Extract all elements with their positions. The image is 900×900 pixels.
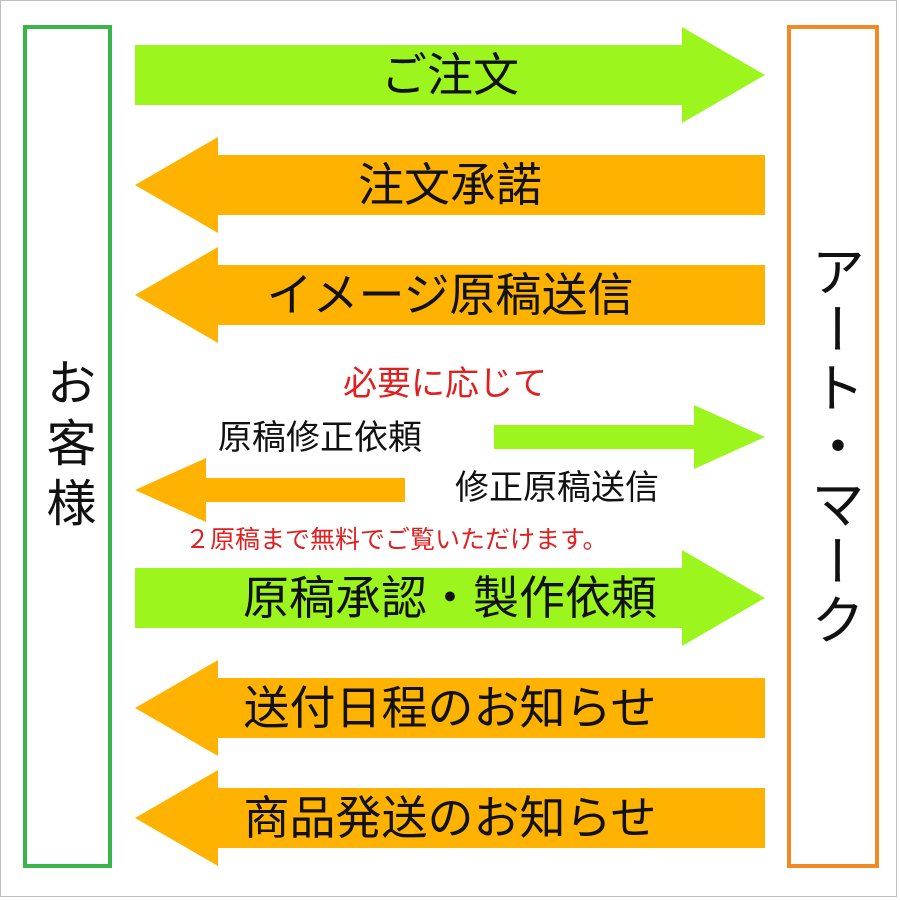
customer-box: お客様 [23,25,112,868]
arrow-shipment-notice [135,770,765,866]
step-label-approve-request: 原稿承認・製作依頼 [243,571,657,625]
arrow-approve-request [135,550,765,646]
step-label-shipment-notice: 商品発送のお知らせ [243,791,657,845]
company-label: アート・マーク [801,243,865,650]
arrow-order [135,27,765,123]
arrow-image-send [135,247,765,343]
revision-request-label: 原稿修正依頼 [218,418,422,458]
arrow-order-accept [135,137,765,233]
customer-label: お客様 [38,356,97,537]
step-label-order-accept: 注文承諾 [358,158,542,212]
revision-condition: 必要に応じて [343,364,547,404]
arrow-shipping-schedule [135,660,765,756]
step-label-image-send: イメージ原稿送信 [266,268,634,322]
step-label-order: ご注文 [381,48,519,102]
step-label-shipping-schedule: 送付日程のお知らせ [243,681,657,735]
revision-free-note: ２原稿まで無料でご覧いただけます。 [185,525,608,554]
arrow-revision-send [135,458,405,522]
revision-resend-label: 修正原稿送信 [455,468,659,508]
arrow-revision-request [494,405,765,469]
company-box: アート・マーク [787,25,879,868]
